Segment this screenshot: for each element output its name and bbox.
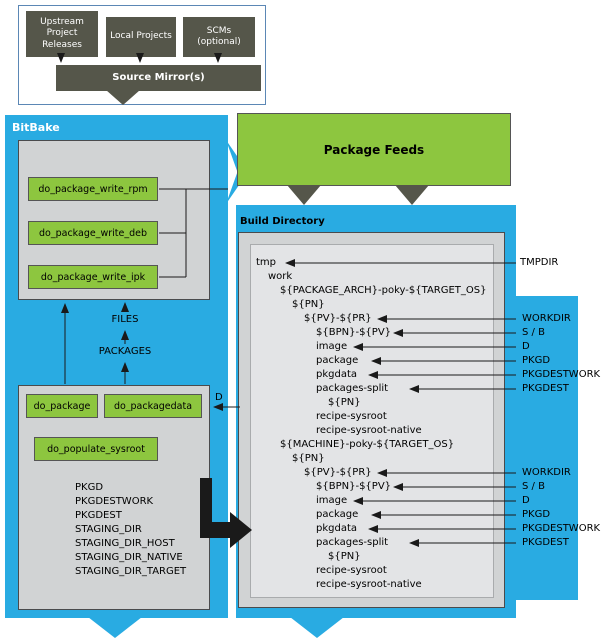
tree-item: ${BPN}-${PV} (316, 327, 392, 338)
pointer-label-tmpdir: TMPDIR (520, 257, 559, 268)
tree-item: ${PV}-${PR} (304, 313, 372, 324)
build-dir-down-pointer-icon (290, 617, 344, 638)
tree-item: ${PN} (292, 299, 325, 310)
tree-item: ${MACHINE}-poky-${TARGET_OS} (280, 439, 455, 450)
staging-variables-list: PKGD PKGDESTWORK PKGDEST STAGING_DIR STA… (75, 481, 186, 579)
tree-item: ${PACKAGE_ARCH}-poky-${TARGET_OS} (280, 285, 487, 296)
source-mirrors-pointer-icon (106, 90, 140, 105)
source-area: Upstream Project Releases Local Projects… (18, 5, 266, 105)
directory-tree: tmp work ${PACKAGE_ARCH}-poky-${TARGET_O… (250, 256, 494, 592)
upstream-releases-label: Upstream Project Releases (40, 17, 84, 50)
variables-strip (516, 296, 578, 600)
tree-item: pkgdata (316, 369, 358, 380)
tree-item: recipe-sysroot-native (316, 425, 422, 436)
files-label: FILES (111, 314, 139, 325)
package-feeds-box: Package Feeds (237, 113, 511, 186)
tree-item: image (316, 495, 348, 506)
local-projects-box: Local Projects (106, 17, 176, 57)
source-mirrors-label: Source Mirror(s) (112, 71, 205, 83)
pointer-label-pkgdestwork-1: PKGDESTWORK (522, 369, 601, 380)
local-projects-label: Local Projects (110, 31, 172, 42)
task-do-packagedata: do_packagedata (104, 394, 202, 418)
d-arrow-label: D (215, 392, 223, 403)
tree-item: recipe-sysroot (316, 411, 387, 422)
bitbake-down-pointer-icon (88, 617, 142, 638)
pointer-label-pkgdest-2: PKGDEST (522, 537, 569, 548)
tree-item: ${PV}-${PR} (304, 467, 372, 478)
task-do-populate-sysroot: do_populate_sysroot (34, 437, 158, 461)
variable-item: PKGDESTWORK (75, 496, 154, 507)
pointer-label-pkgdest-1: PKGDEST (522, 383, 569, 394)
tree-item: pkgdata (316, 523, 358, 534)
pointer-label-d-1: D (522, 341, 530, 352)
source-mirrors-box: Source Mirror(s) (56, 65, 261, 91)
tree-item: tmp (256, 257, 277, 268)
pointer-label-pkgd-2: PKGD (522, 509, 551, 520)
pointer-label-d-2: D (522, 495, 530, 506)
variable-item: STAGING_DIR (75, 524, 142, 535)
tree-item: recipe-sysroot-native (316, 579, 422, 590)
pointer-label-pkgdestwork-2: PKGDESTWORK (522, 523, 601, 534)
tree-item: work (268, 271, 293, 282)
build-directory-inner-panel (250, 244, 494, 598)
pointer-label-pkgd-1: PKGD (522, 355, 551, 366)
tree-item: package (316, 355, 359, 366)
variable-item: STAGING_DIR_TARGET (75, 566, 187, 577)
pointer-label-workdir-2: WORKDIR (522, 467, 571, 478)
upstream-releases-box: Upstream Project Releases (26, 11, 98, 57)
package-tasks-panel (18, 385, 210, 610)
pointer-label-workdir-1: WORKDIR (522, 313, 571, 324)
pointer-label-s-b-2: S / B (522, 481, 545, 492)
tree-item: recipe-sysroot (316, 565, 387, 576)
task-do-package-write-rpm: do_package_write_rpm (28, 177, 158, 201)
scms-box: SCMs (optional) (183, 17, 255, 57)
tree-item: ${PN} (292, 453, 325, 464)
build-directory-title: Build Directory (240, 216, 325, 227)
variable-item: STAGING_DIR_HOST (75, 538, 175, 549)
tree-item: package (316, 509, 359, 520)
task-do-package: do_package (26, 394, 98, 418)
tree-item: packages-split (316, 383, 389, 394)
tree-item: packages-split (316, 537, 389, 548)
bitbake-title: BitBake (12, 121, 60, 134)
task-do-package-write-ipk: do_package_write_ipk (28, 265, 158, 289)
tree-item: ${PN} (328, 397, 361, 408)
task-do-package-write-deb: do_package_write_deb (28, 221, 158, 245)
scms-label: SCMs (optional) (197, 25, 241, 47)
pointer-label-s-b-1: S / B (522, 327, 545, 338)
package-feeds-pointer-right-icon (395, 185, 429, 205)
variable-item: PKGD (75, 482, 104, 493)
tree-item: ${BPN}-${PV} (316, 481, 392, 492)
packages-label: PACKAGES (98, 346, 152, 357)
variable-item: STAGING_DIR_NATIVE (75, 552, 183, 563)
variable-item: PKGDEST (75, 510, 122, 521)
tree-item: image (316, 341, 348, 352)
package-feeds-pointer-left-icon (287, 185, 321, 205)
tree-item: ${PN} (328, 551, 361, 562)
